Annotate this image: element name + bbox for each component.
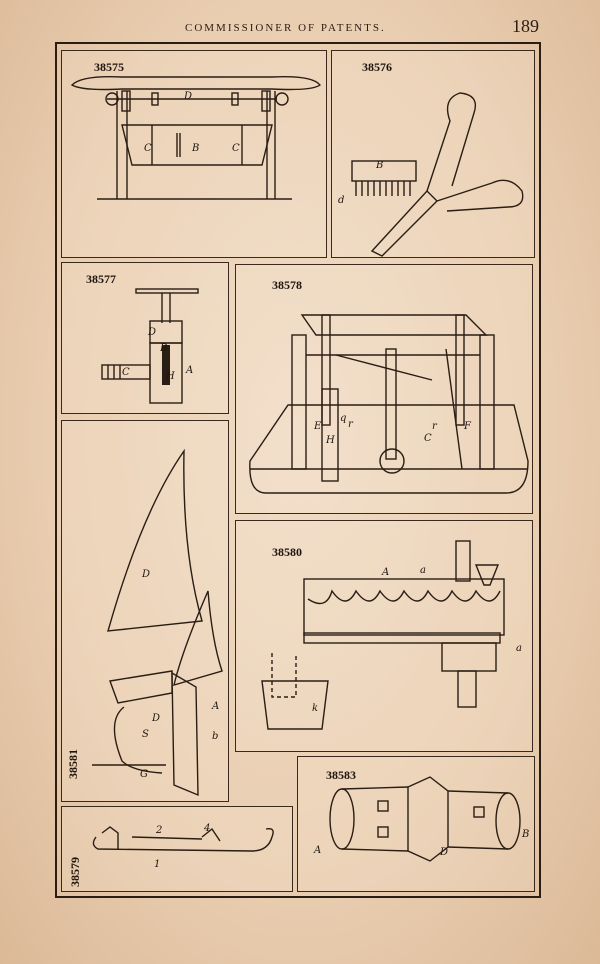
figure-label: B	[375, 160, 383, 171]
patent-drawing-38580: A a k a	[261, 540, 522, 730]
patent-drawing-38581: D A b S D G	[92, 448, 223, 797]
patent-number: 38578	[272, 278, 302, 292]
patent-drawing-38578: E H q r C r F	[249, 314, 529, 494]
figure-label: C	[122, 367, 130, 378]
figure-label: q	[340, 413, 346, 424]
figure-label: F	[463, 421, 472, 432]
page-header-title: COMMISSIONER OF PATENTS.	[185, 22, 386, 34]
figure-label: C	[232, 143, 240, 154]
patent-drawing-38577: D B C H A	[101, 288, 199, 404]
figure-label: A	[381, 567, 389, 578]
patent-panel-38583: 38583 A D B	[297, 756, 535, 892]
figure-label: E	[313, 421, 322, 432]
figure-label: H	[165, 371, 175, 382]
figure-label: 1	[154, 859, 160, 870]
figure-label: a	[516, 643, 522, 654]
figure-label: 4	[203, 823, 210, 834]
patent-panel-38576: 38576 B d	[331, 50, 535, 258]
figure-label: r	[348, 419, 354, 430]
patent-panel-38580: 38580 A a k a	[235, 520, 533, 752]
figure-label: d	[338, 195, 344, 206]
figure-label: D	[147, 327, 156, 338]
patent-number: 38580	[272, 545, 302, 559]
patent-panel-38581: 38581 D A b S D G	[61, 420, 229, 802]
figure-label: S	[142, 729, 149, 740]
figure-label: A	[211, 701, 219, 712]
figure-label: r	[432, 421, 438, 432]
figure-label: D	[439, 847, 448, 858]
figure-label: B	[521, 829, 529, 840]
patent-panel-38578: 38578 E H q r C r F	[235, 264, 533, 514]
figure-label: C	[424, 433, 432, 444]
figure-label: H	[325, 435, 335, 446]
patent-drawing-38579: 1 2 4	[92, 823, 274, 870]
figure-label: A	[313, 845, 321, 856]
patent-number: 38577	[86, 272, 116, 286]
patent-panel-38575: 38575 D B C C	[61, 50, 327, 258]
figure-label: G	[140, 769, 148, 780]
patent-drawing-38583: A D B	[313, 776, 529, 862]
patent-drawing-38575: D B C C	[70, 75, 321, 200]
patent-number: 38575	[94, 60, 124, 74]
patent-number: 38576	[362, 60, 392, 74]
patent-panel-38577: 38577 D B C H A	[61, 262, 229, 414]
figure-label: A	[185, 365, 193, 376]
illustration-frame	[55, 42, 541, 898]
figure-label: D	[151, 713, 160, 724]
figure-label: k	[312, 703, 318, 714]
figure-label: D	[183, 91, 192, 102]
patent-number: 38583	[326, 768, 356, 782]
page-number: 189	[512, 16, 539, 36]
figure-label: B	[191, 143, 199, 154]
figure-label: C	[144, 143, 152, 154]
patent-drawing-38576: B d	[338, 92, 524, 257]
figure-label: D	[141, 569, 150, 580]
figure-label: B	[159, 343, 167, 354]
figure-label: 2	[155, 825, 162, 836]
figure-label: a	[420, 565, 426, 576]
patent-panel-38579: 38579 1 2 4	[61, 806, 293, 892]
figure-label: b	[212, 731, 218, 742]
